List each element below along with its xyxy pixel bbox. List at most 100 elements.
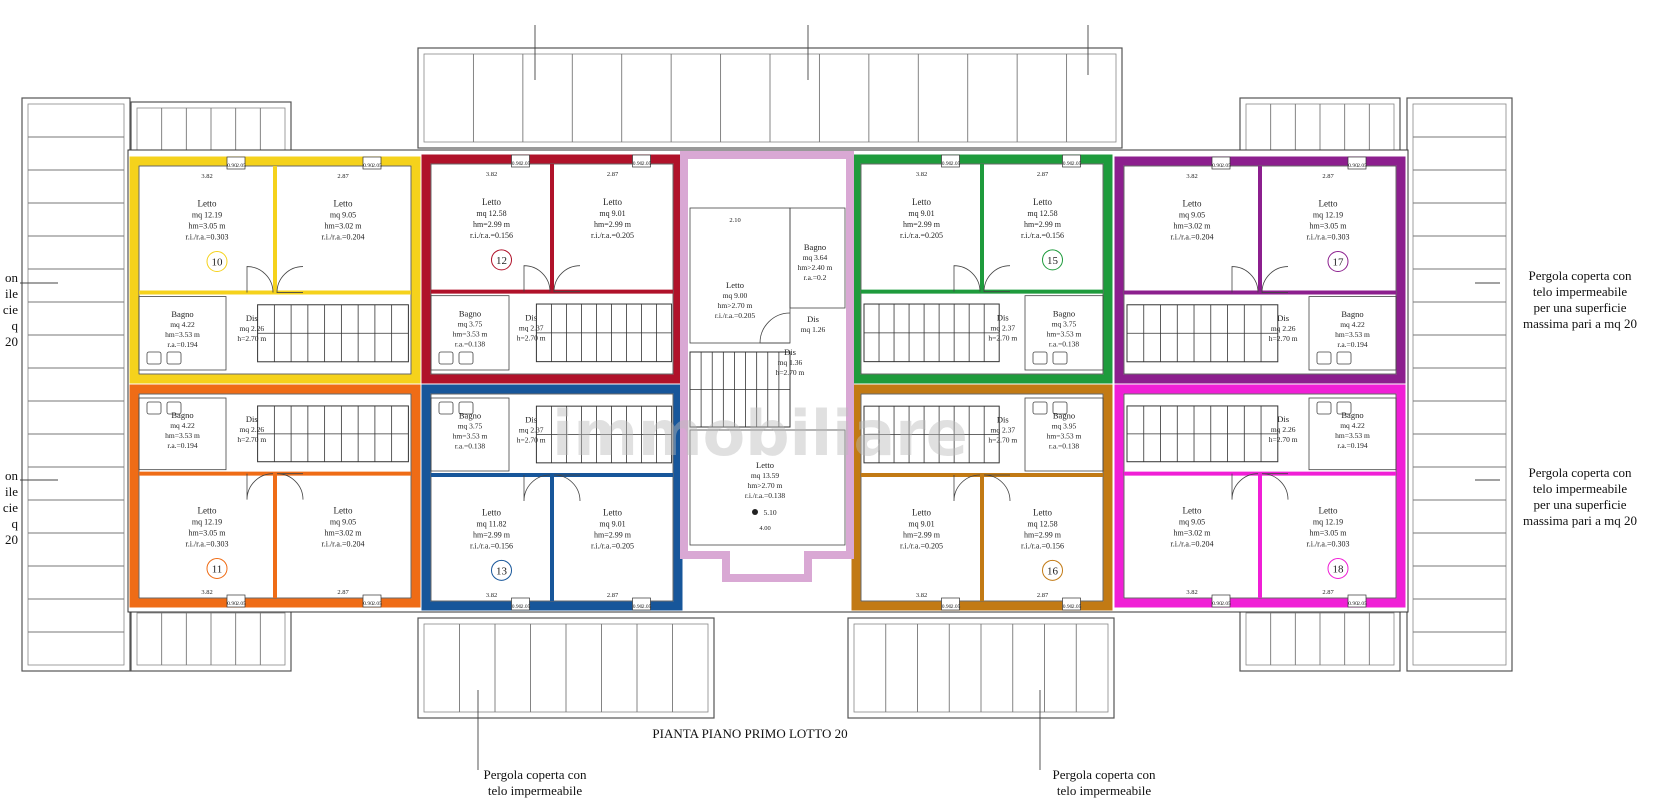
pergola-frame: [847, 617, 1115, 719]
room-spec: hm=3.53 m: [165, 330, 200, 339]
room-spec: mq 12.58: [476, 209, 506, 218]
room-name: Dis: [807, 314, 819, 324]
window-dim: 2.05: [951, 161, 961, 167]
room-name: Letto: [198, 198, 217, 208]
room-spec: r.i./r.a.=0.204: [1171, 232, 1214, 241]
window-mark: [362, 594, 382, 608]
bathroom-walls: [138, 397, 227, 471]
window-dim: 2.05: [372, 601, 382, 607]
room-spec: mq 2.37: [991, 323, 1016, 332]
room-spec: mq 12.19: [192, 517, 222, 526]
toilet-icon: [1336, 351, 1352, 365]
unit-number-circle: [1042, 249, 1063, 271]
room-spec: r.a.=0.138: [455, 441, 486, 450]
window-mark: [226, 156, 246, 170]
room-spec: r.i./r.a.=0.303: [186, 539, 229, 548]
room-spec: mq 1.36: [778, 358, 803, 367]
pergola-line: Pergola coperta con: [1528, 465, 1632, 480]
window-dim: 0.90: [1063, 604, 1073, 610]
room-spec: r.i./r.a.=0.156: [470, 541, 513, 550]
left-edge-fragment-top: on ile cie q 20: [0, 270, 18, 350]
dimension-label: 3.82: [201, 589, 212, 596]
room-name: Dis: [246, 414, 258, 424]
room-spec: 5.10: [763, 508, 776, 517]
pergola-line: per una superficie: [1533, 497, 1627, 512]
room-spec: mq 4.22: [1340, 320, 1365, 329]
room-name: Bagno: [459, 308, 481, 318]
pergola-left: [21, 97, 131, 672]
unit-number: 11: [212, 563, 223, 575]
room-spec: hm=3.02 m: [325, 528, 363, 537]
unit-number: 10: [212, 256, 224, 268]
room-spec: mq 2.37: [991, 425, 1016, 434]
unit-number-circle: [491, 559, 512, 581]
window-mark: [941, 597, 960, 611]
unit-wall: [421, 384, 683, 611]
toilet-icon: [458, 351, 474, 365]
window-dim: 2.05: [521, 604, 531, 610]
dimension-label: 2.10: [729, 217, 740, 224]
dimension-label: 3.82: [486, 171, 497, 178]
pergola-line: Pergola coperta con: [1528, 268, 1632, 283]
room-spec: h=2.70 m: [517, 333, 546, 342]
room-spec: hm=2.99 m: [903, 220, 941, 229]
room-spec: mq 4.22: [170, 421, 195, 430]
dimension-label: 2.87: [337, 589, 349, 596]
room-spec: mq 9.01: [599, 519, 625, 528]
room-spec: r.i./r.a.=0.204: [322, 539, 365, 548]
bathroom-walls: [1308, 397, 1397, 471]
door-swing: [246, 266, 274, 293]
room-spec: hm=2.99 m: [473, 530, 511, 539]
window-mark: [511, 154, 530, 168]
window-dim: 2.05: [642, 604, 652, 610]
pergola-right: [1406, 97, 1513, 672]
window-dim: 0.90: [1348, 163, 1358, 169]
room-spec: hm=3.02 m: [1174, 528, 1212, 537]
room-spec: hm=2.99 m: [903, 530, 941, 539]
sink-icon: [438, 401, 454, 415]
pergola-line: Pergola coperta con: [483, 767, 587, 782]
pergola-caption-bottom-right: Pergola coperta con telo impermeabile: [1024, 767, 1184, 799]
unit-number-circle: [1042, 559, 1063, 581]
room-name: Letto: [1319, 198, 1338, 208]
toilet-icon: [1336, 401, 1352, 415]
room-spec: r.i./r.a.=0.204: [1171, 539, 1214, 548]
room-spec: mq 2.37: [519, 323, 544, 332]
room-spec: r.i./r.a.=0.205: [900, 231, 943, 240]
room-spec: hm=3.05 m: [189, 221, 227, 230]
room-name: Letto: [1183, 198, 1202, 208]
room-spec: mq 12.19: [1313, 517, 1343, 526]
pergola-inner-frame: [27, 103, 125, 666]
room-spec: mq 1.26: [801, 325, 826, 334]
room-name: Bagno: [171, 309, 193, 319]
pergola-caption-right-bottom: Pergola coperta con telo impermeabile pe…: [1500, 465, 1660, 529]
room-name: Letto: [334, 198, 353, 208]
dimension-label: 2.87: [1322, 173, 1334, 180]
dimension-label: 2.87: [607, 171, 619, 178]
room-spec: hm=3.05 m: [1310, 221, 1348, 230]
pergola-top-right: [1239, 97, 1401, 157]
door-swing: [553, 265, 581, 293]
window-dim: 0.90: [633, 161, 643, 167]
room-spec: h=2.70 m: [237, 334, 266, 343]
room-spec: hm=3.05 m: [1310, 528, 1348, 537]
room-name: Letto: [756, 460, 774, 470]
bathroom-walls: [1024, 397, 1104, 472]
window-dim: 2.05: [1221, 163, 1231, 169]
room-name: Bagno: [459, 410, 481, 420]
room-spec: mq 12.19: [192, 210, 222, 219]
room-spec: hm=2.99 m: [594, 530, 632, 539]
room-spec: hm=3.53 m: [1047, 431, 1082, 440]
window-dim: 0.90: [227, 163, 237, 169]
sink-icon: [1316, 401, 1332, 415]
room-spec: hm=2.99 m: [594, 220, 632, 229]
room-name: Letto: [334, 505, 353, 515]
door-swing: [553, 474, 581, 502]
room-spec: r.i./r.a.=0.303: [186, 232, 229, 241]
room-spec: r.i./r.a.=0.156: [1021, 231, 1064, 240]
dimension-label: 4.00: [759, 525, 770, 532]
fragment-line: on: [5, 468, 18, 483]
